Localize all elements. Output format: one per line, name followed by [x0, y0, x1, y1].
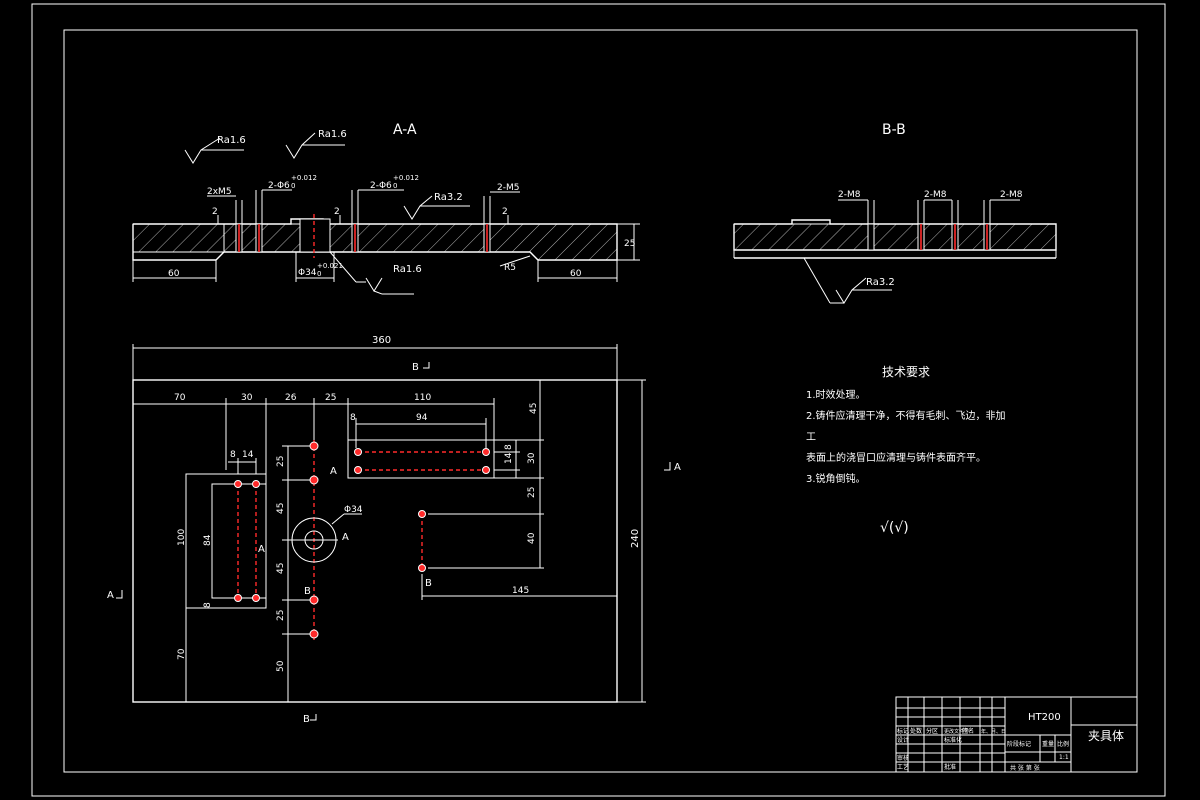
tech-req-item-2: 2.铸件应清理干净，不得有毛刺、飞边，非加工 [806, 411, 1006, 443]
mark-b-right: B [425, 578, 432, 589]
general-roughness: √(√) [880, 520, 909, 536]
tech-req-item-4: 3.锐角倒钝。 [806, 474, 866, 485]
tb-row-doc: 更改文件号 [944, 728, 969, 735]
dim-70-v: 70 [177, 648, 187, 660]
mark-a-slot: A [330, 466, 337, 477]
left-len-label: 60 [168, 269, 180, 279]
hole-label-3-tol-low: 0 [393, 182, 397, 190]
hole-label-2-tol-low: 0 [291, 182, 295, 190]
tb-sheet: 共 张 第 张 [1010, 764, 1040, 772]
drawing-frame [63, 29, 1138, 773]
hole-label-3: 2-Φ6 [370, 181, 392, 191]
mark-b-hole: B [304, 586, 311, 597]
dim-45-top: 45 [529, 403, 539, 414]
tb-row-count: 处数 [910, 727, 922, 735]
tb-row-mark: 标记 [897, 727, 909, 735]
dim-8-c: 8 [203, 602, 213, 608]
tb-scale-value: 1:1 [1059, 754, 1069, 761]
dim-25-c: 25 [276, 456, 286, 467]
section-b-title: B-B [882, 122, 906, 138]
radius-label: R5 [504, 263, 516, 273]
hole-label-1: 2xM5 [207, 187, 232, 197]
b-ra-label: Ra3.2 [866, 277, 895, 288]
part-name-label: 夹具体 [1088, 729, 1124, 743]
tech-req-title: 技术要求 [881, 365, 930, 379]
b-hole-label-3: 2-M8 [1000, 190, 1023, 200]
ra-label-1: Ra1.6 [217, 135, 246, 146]
dim-overall-height: 240 [630, 529, 641, 548]
dim-25: 25 [325, 393, 336, 403]
tech-req-item-1: 1.时效处理。 [806, 390, 866, 401]
technical-requirements: 技术要求 1.时效处理。 2.铸件应清理干净，不得有毛刺、飞边，非加工 表面上的… [806, 362, 1006, 490]
dim-100: 100 [177, 529, 187, 546]
slot-14: 14 [242, 450, 254, 460]
dim-45-a: 45 [276, 503, 286, 514]
section-a-view [132, 132, 640, 295]
section-b-view [733, 199, 1057, 304]
dim-25-d: 25 [276, 610, 286, 621]
dim-45-b: 45 [276, 563, 286, 574]
right-len-label: 60 [570, 269, 582, 279]
tb-row-date: 年、月、日 [981, 728, 1006, 735]
dim-26: 26 [285, 393, 297, 403]
tb-approve: 批准 [944, 763, 956, 771]
slot-8: 8 [230, 450, 236, 460]
tb-standard: 标准化 [944, 736, 962, 744]
b-hole-label-2: 2-M8 [924, 190, 947, 200]
sheet-border [31, 3, 1166, 797]
ra-label-2: Ra1.6 [318, 129, 347, 140]
dim-94: 94 [416, 413, 428, 423]
title-block [895, 696, 1138, 773]
thickness-label: 25 [624, 239, 635, 249]
hole-label-2: 2-Φ6 [268, 181, 290, 191]
depth-label-3: 2 [502, 207, 508, 217]
mark-a-right: A [674, 462, 681, 473]
dim-8-b: 8 [504, 444, 514, 450]
tb-process: 工艺 [897, 763, 909, 771]
dim-145: 145 [512, 586, 529, 596]
dim-14-a: 14 [504, 452, 514, 464]
depth-label-2: 2 [334, 207, 340, 217]
mark-a-bore: A [342, 532, 349, 543]
bore-label: Φ34 [298, 268, 317, 278]
hole-label-3-tol: +0.012 [393, 174, 419, 182]
tech-req-item-3: 表面上的浇冒口应清理与铸件表面齐平。 [806, 453, 986, 464]
tb-weight: 重量 [1042, 740, 1054, 748]
depth-label-1: 2 [212, 207, 218, 217]
ra-label-4: Ra1.6 [393, 264, 422, 275]
dim-30: 30 [241, 393, 253, 403]
mark-a-left: A [107, 590, 114, 601]
ra-label-3: Ra3.2 [434, 192, 463, 203]
tb-scale: 比例 [1057, 740, 1069, 748]
tb-row-zone: 分区 [926, 727, 938, 735]
dim-50: 50 [276, 660, 286, 672]
dim-25-b: 25 [527, 487, 537, 498]
b-hole-label-1: 2-M8 [838, 190, 861, 200]
dim-40: 40 [527, 532, 537, 544]
dim-8: 8 [350, 413, 356, 423]
plan-view [116, 344, 671, 721]
dim-30-b: 30 [527, 452, 537, 464]
tb-design: 设计 [897, 736, 909, 744]
dim-84: 84 [203, 534, 213, 546]
bore-tol: +0.021 [317, 262, 343, 270]
tb-row-sign: 签名 [962, 727, 974, 735]
section-a-title: A-A [393, 122, 417, 138]
tb-check: 审核 [897, 754, 909, 762]
tb-stage-mark: 阶段标记 [1007, 740, 1031, 748]
mark-a-hole: A [258, 544, 265, 555]
dim-70: 70 [174, 393, 186, 403]
bore-tol-low: 0 [317, 270, 321, 278]
hole-label-4: 2-M5 [497, 183, 519, 193]
dim-110: 110 [414, 393, 431, 403]
dim-phi34: Φ34 [344, 505, 363, 515]
hole-label-2-tol: +0.012 [291, 174, 317, 182]
mark-b-bottom: B [303, 714, 310, 725]
dim-overall-width: 360 [372, 335, 391, 346]
mark-b-top: B [412, 362, 419, 373]
material-label: HT200 [1028, 712, 1061, 723]
